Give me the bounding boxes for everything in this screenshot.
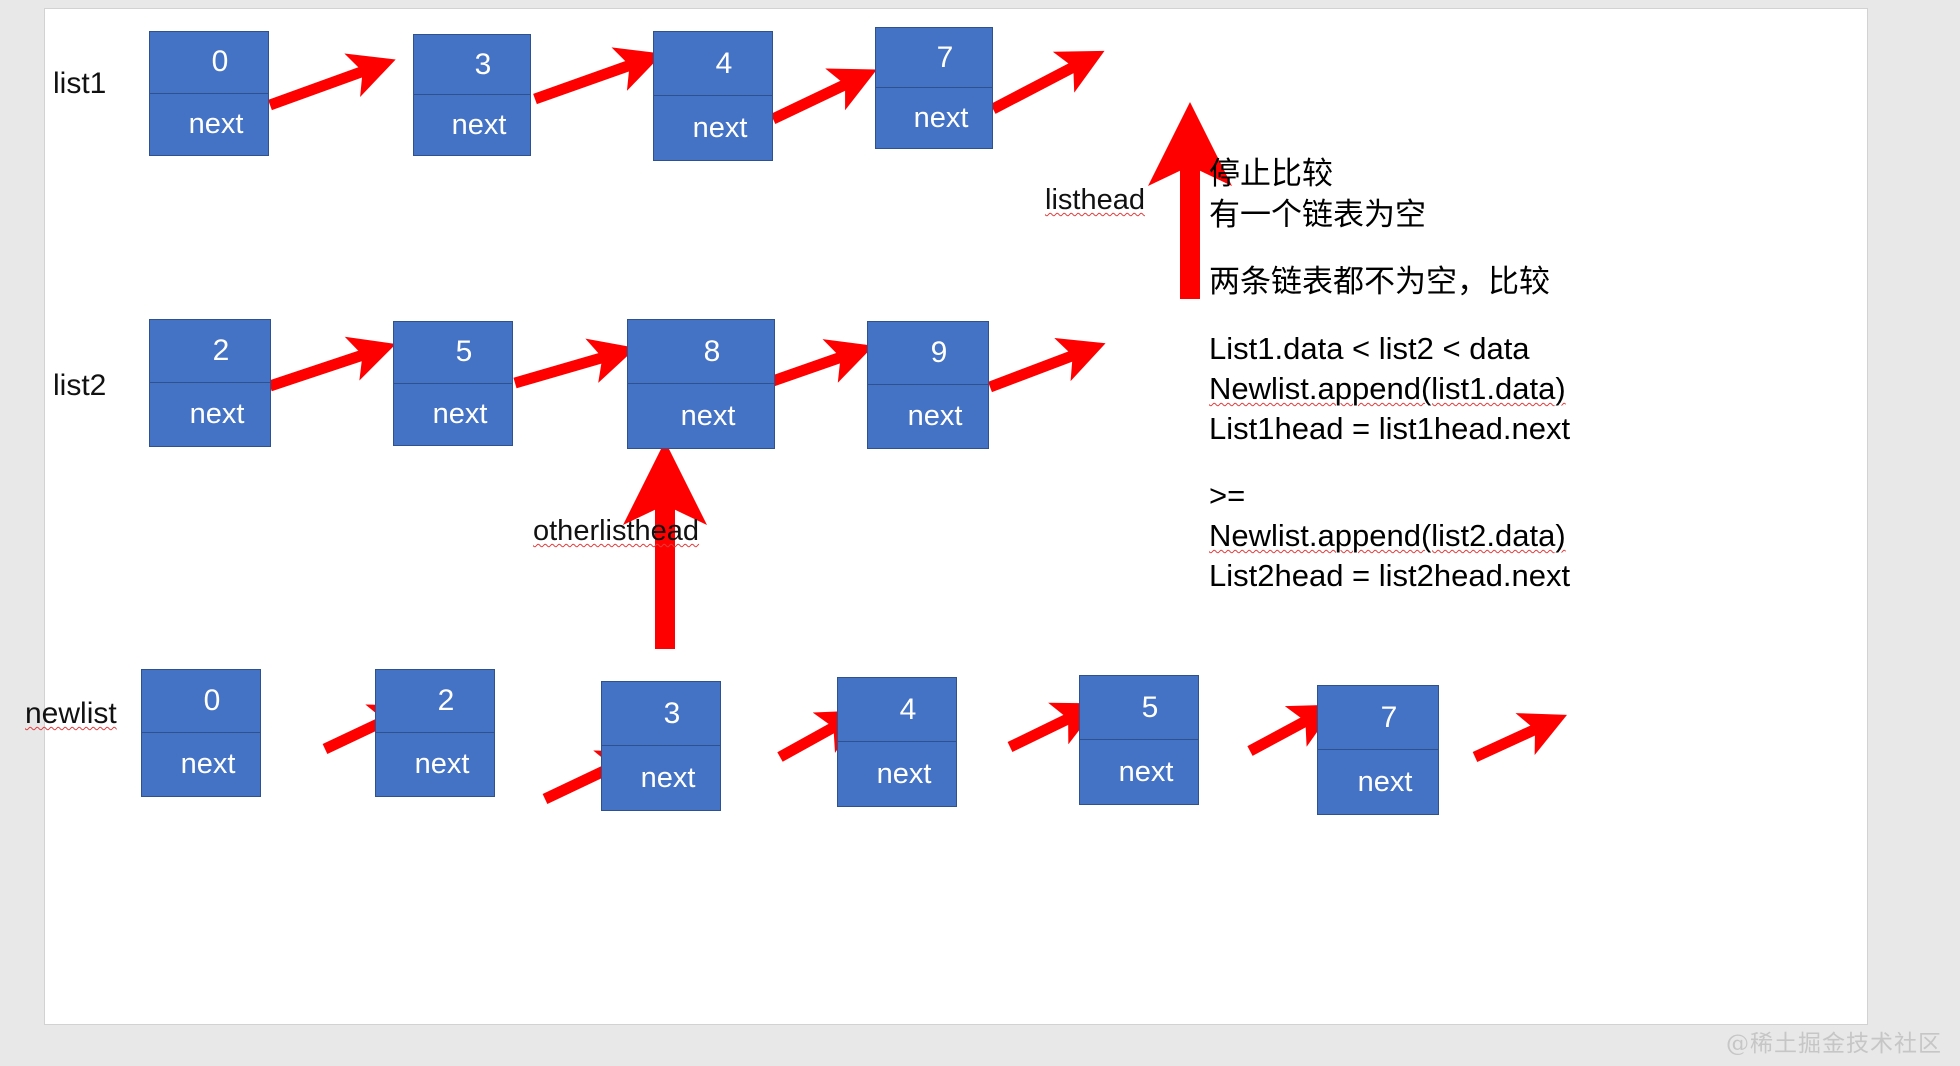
newlist-node-2-value: 3	[602, 682, 720, 746]
list1-node-2-next: next	[692, 111, 748, 144]
newlist-node-0[interactable]: 0 next	[141, 669, 261, 797]
list2-node-1[interactable]: 5 next	[393, 321, 513, 446]
note-line-8: Newlist.append(list2.data)	[1209, 517, 1566, 553]
newlist-node-0-value: 0	[142, 670, 260, 733]
list2-node-3-value: 9	[868, 322, 988, 385]
list1-node-0-next: next	[188, 107, 244, 140]
list2-node-3-next: next	[907, 400, 963, 432]
note-spacer-2	[1209, 303, 1570, 329]
newlist-node-3[interactable]: 4 next	[837, 677, 957, 807]
arrow-list1-0-1	[268, 53, 396, 111]
row-label-list1: list1	[53, 67, 107, 100]
newlist-node-1[interactable]: 2 next	[375, 669, 495, 797]
diagram-canvas: list1 0 next 3 next 4 next 7 next listhe…	[25, 9, 1867, 1024]
newlist-node-4-value: 5	[1080, 676, 1198, 740]
arrow-newlist-3-4	[1007, 702, 1100, 752]
list1-node-2-value: 4	[654, 32, 772, 96]
newlist-node-5[interactable]: 7 next	[1317, 685, 1439, 815]
note-line-6: List1head = list1head.next	[1209, 411, 1571, 447]
note-line-5: Newlist.append(list1.data)	[1209, 371, 1566, 407]
arrow-list2-3-end	[988, 337, 1106, 393]
pointer-label-listhead: listhead	[1045, 184, 1145, 216]
list2-node-1-value: 5	[394, 322, 512, 384]
newlist-node-5-next: next	[1357, 765, 1413, 798]
note-block: 停止比较 有一个链表为空 两条链表都不为空，比较 List1.data < li…	[1209, 154, 1570, 597]
newlist-node-4-next: next	[1118, 755, 1174, 788]
arrow-list1-3-end	[990, 50, 1105, 114]
newlist-node-4[interactable]: 5 next	[1079, 675, 1199, 805]
list1-node-3-value: 7	[876, 28, 992, 88]
note-line-7: >=	[1209, 477, 1246, 513]
list1-node-3-next: next	[913, 101, 969, 134]
arrow-list1-2-3	[770, 68, 877, 124]
list2-node-0-next: next	[189, 398, 245, 430]
newlist-node-5-value: 7	[1318, 686, 1438, 750]
slide-page: list1 0 next 3 next 4 next 7 next listhe…	[25, 8, 1868, 1025]
newlist-node-0-next: next	[180, 748, 236, 780]
list1-node-1[interactable]: 3 next	[413, 34, 531, 156]
list1-node-0-value: 0	[150, 32, 268, 94]
list1-node-3[interactable]: 7 next	[875, 27, 993, 149]
note-line-3: 两条链表都不为空，比较	[1209, 263, 1550, 299]
list1-node-1-next: next	[451, 108, 507, 141]
arrow-newlist-4-5	[1247, 704, 1337, 756]
list2-node-2[interactable]: 8 next	[627, 319, 775, 449]
arrow-newlist-2-3	[777, 710, 865, 762]
list1-node-0[interactable]: 0 next	[149, 31, 269, 156]
note-line-2: 有一个链表为空	[1209, 196, 1426, 232]
list2-node-2-next: next	[680, 399, 736, 432]
note-line-9: List2head = list2head.next	[1209, 558, 1571, 594]
note-line-1: 停止比较	[1209, 156, 1333, 191]
row-label-newlist: newlist	[25, 697, 117, 730]
list1-node-2[interactable]: 4 next	[653, 31, 773, 161]
list2-node-0-value: 2	[150, 320, 270, 383]
list2-node-3[interactable]: 9 next	[867, 321, 989, 449]
watermark: @稀土掘金技术社区	[1726, 1031, 1942, 1057]
list2-node-0[interactable]: 2 next	[149, 319, 271, 447]
newlist-node-1-next: next	[414, 748, 470, 780]
arrow-list1-1-2	[533, 47, 663, 105]
arrow-layer	[268, 47, 1567, 804]
pointer-label-otherlisthead: otherlisthead	[533, 515, 700, 547]
newlist-node-2[interactable]: 3 next	[601, 681, 721, 811]
note-spacer-1	[1209, 236, 1570, 262]
list2-node-2-value: 8	[628, 320, 774, 384]
list1-node-1-value: 3	[414, 35, 530, 95]
row-label-list2: list2	[53, 369, 107, 402]
newlist-node-1-value: 2	[376, 670, 494, 733]
newlist-node-2-next: next	[640, 761, 696, 794]
arrow-list2-1-2	[513, 338, 637, 389]
newlist-node-3-value: 4	[838, 678, 956, 742]
newlist-node-3-next: next	[876, 757, 932, 790]
arrow-newlist-5-end	[1472, 713, 1567, 762]
note-spacer-3	[1209, 450, 1570, 476]
note-line-4: List1.data < list2 < data	[1209, 330, 1530, 366]
arrow-list2-0-1	[268, 336, 396, 392]
list2-node-1-next: next	[432, 397, 488, 430]
